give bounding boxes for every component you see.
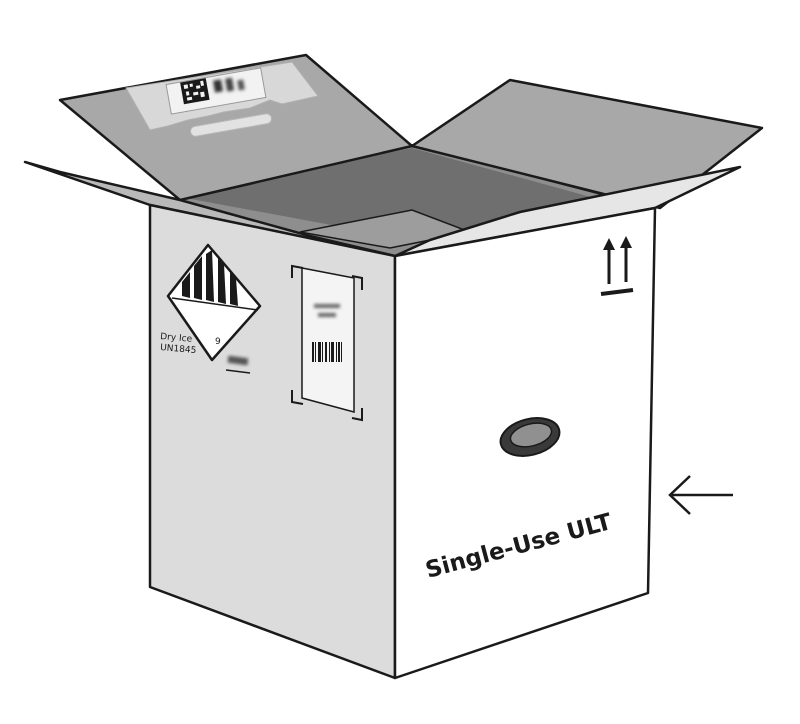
hazard-stripes-icon — [182, 250, 238, 306]
dry-ice-weight-blurred — [227, 355, 249, 366]
hazard-class-number: 9 — [215, 337, 221, 347]
flap-label-blurred-text — [213, 77, 245, 93]
back-right-flap — [410, 78, 764, 210]
this-side-up-icon — [600, 236, 634, 296]
dry-ice-text: Dry Ice — [160, 332, 193, 345]
un-number-text: UN1845 — [160, 343, 197, 356]
barcode-icon — [312, 342, 342, 362]
weight-underline — [225, 369, 251, 374]
return-label — [291, 264, 363, 422]
left-arrow-icon — [668, 475, 733, 515]
class-9-hazard-label: 9 — [166, 243, 262, 362]
return-label-blurred-text — [314, 304, 340, 317]
qr-code-icon — [180, 78, 210, 105]
flap-label — [125, 61, 319, 137]
hand-hole — [499, 417, 561, 457]
